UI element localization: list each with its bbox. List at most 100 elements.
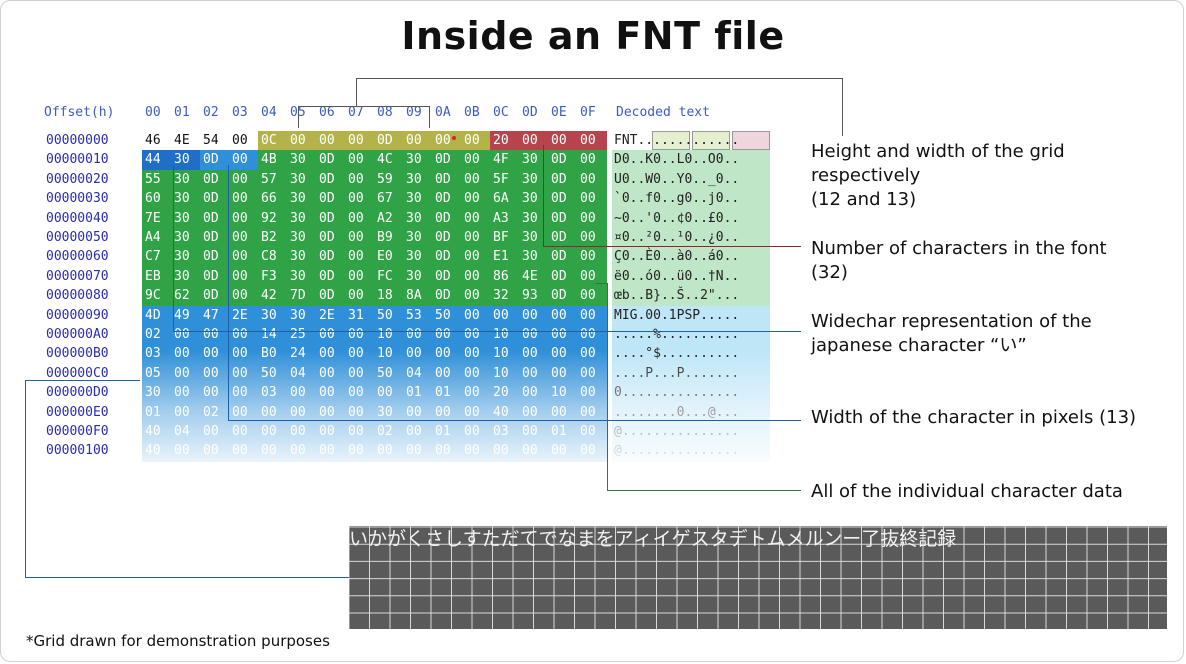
highlight-cell xyxy=(287,150,317,171)
hex-byte: 00 xyxy=(261,404,277,420)
hex-byte: 00 xyxy=(348,171,364,187)
hex-byte: 92 xyxy=(261,210,277,226)
row-offset: 00000070 xyxy=(46,268,109,284)
decoded-text: ....°$.......... xyxy=(614,346,740,362)
hex-byte: 00 xyxy=(464,268,480,284)
highlight-cell xyxy=(374,169,404,191)
highlight-cell xyxy=(548,131,578,152)
hex-byte: 44 xyxy=(145,152,161,168)
hex-byte: 00 xyxy=(522,133,538,148)
highlight-cell xyxy=(258,325,288,346)
highlight-cell xyxy=(403,228,433,249)
highlight-cell xyxy=(403,266,433,288)
hex-byte: 00 xyxy=(551,133,567,148)
hex-byte: 00 xyxy=(203,346,219,362)
hex-byte: 00 xyxy=(319,133,335,148)
hex-byte: 00 xyxy=(406,404,422,420)
hex-byte: 00 xyxy=(464,288,480,304)
hex-byte: 00 xyxy=(348,133,364,148)
decoded-text: @............... xyxy=(614,424,740,439)
row-offset: 000000F0 xyxy=(46,424,109,439)
decoded-highlight xyxy=(612,189,770,210)
hex-byte: 00 xyxy=(522,385,538,401)
offset-header: Offset(h) xyxy=(44,105,115,120)
column-header: 01 xyxy=(174,105,190,120)
hex-byte: EB xyxy=(145,268,161,284)
decoded-highlight xyxy=(612,208,770,229)
hex-byte: 0D xyxy=(203,230,219,245)
hex-byte: 54 xyxy=(203,133,219,148)
decoded-highlight xyxy=(612,325,770,346)
highlight-cell xyxy=(490,150,520,171)
hex-byte: 00 xyxy=(232,365,248,381)
hex-byte: 00 xyxy=(203,385,219,401)
hex-byte: 30 xyxy=(174,268,190,284)
highlight-cell xyxy=(519,325,549,346)
highlight-cell xyxy=(316,228,346,249)
highlight-cell xyxy=(577,247,607,268)
annotation-char-width-text: Width of the character in pixels (13) xyxy=(811,407,1137,428)
hex-byte: E1 xyxy=(493,249,509,265)
hex-byte: 03 xyxy=(261,385,277,401)
hex-byte: 0D xyxy=(551,230,567,245)
hex-byte: 4C xyxy=(377,152,393,168)
highlight-cell xyxy=(548,228,578,249)
hex-byte: 00 xyxy=(174,365,190,381)
hex-byte: 18 xyxy=(377,288,393,304)
hex-byte: 30 xyxy=(174,230,190,245)
highlight-cell xyxy=(374,266,404,288)
column-header: 04 xyxy=(261,105,277,120)
hex-byte: BF xyxy=(493,230,509,245)
hex-byte: 53 xyxy=(406,307,422,323)
highlight-cell xyxy=(548,189,578,210)
hex-byte: 00 xyxy=(522,365,538,381)
highlight-cell xyxy=(200,266,230,288)
hex-byte: 4D xyxy=(145,307,161,323)
highlight-cell xyxy=(229,305,259,326)
highlight-cell xyxy=(345,169,375,191)
slide-title: Inside an FNT file xyxy=(401,14,785,58)
hex-byte: 04 xyxy=(174,424,190,439)
hex-byte: 2E xyxy=(319,307,335,323)
decoded-highlight xyxy=(612,305,770,326)
decoded-highlight xyxy=(612,266,770,288)
hex-byte: 01 xyxy=(435,385,451,401)
highlight-cell xyxy=(171,247,201,268)
hex-byte: 49 xyxy=(174,307,190,323)
decoded-text: U0..W0..Y0.._0.. xyxy=(614,171,740,187)
hex-byte: 0D xyxy=(203,268,219,284)
hex-byte: 00 xyxy=(464,424,480,439)
highlight-cell xyxy=(258,189,288,210)
highlight-cell xyxy=(403,150,433,171)
hex-byte: 00 xyxy=(406,133,422,148)
hex-byte: 00 xyxy=(464,230,480,245)
decoded-highlight xyxy=(612,228,770,249)
highlight-cell xyxy=(287,189,317,210)
annotation-char-count: Number of characters in the font(32) xyxy=(811,237,1171,285)
hex-byte: 59 xyxy=(377,171,393,187)
annotation-line: (32) xyxy=(811,262,848,283)
hex-byte: 00 xyxy=(232,385,248,401)
hex-byte: FC xyxy=(377,268,393,284)
highlight-cell xyxy=(200,150,230,171)
hex-byte: 42 xyxy=(261,288,277,304)
hex-byte: 0D xyxy=(203,249,219,265)
decoded-highlight xyxy=(612,150,770,171)
highlight-cell xyxy=(432,208,462,229)
hex-byte: 50 xyxy=(261,365,277,381)
hex-byte: 00 xyxy=(290,443,306,459)
hex-byte: 00 xyxy=(203,424,219,439)
hex-byte: 00 xyxy=(174,327,190,342)
highlight-cell xyxy=(200,325,230,346)
highlight-cell xyxy=(142,189,172,210)
hex-byte: 50 xyxy=(377,307,393,323)
highlight-cell xyxy=(548,305,578,326)
column-header: 06 xyxy=(319,105,335,120)
column-header: 00 xyxy=(145,105,161,120)
highlight-cell xyxy=(142,286,172,307)
highlight-cell xyxy=(258,208,288,229)
annotation-widechar: Widechar representation of the japanese … xyxy=(811,310,1171,358)
hex-byte: 00 xyxy=(348,443,364,459)
hex-byte: 0D xyxy=(551,268,567,284)
highlight-cell xyxy=(229,325,259,346)
